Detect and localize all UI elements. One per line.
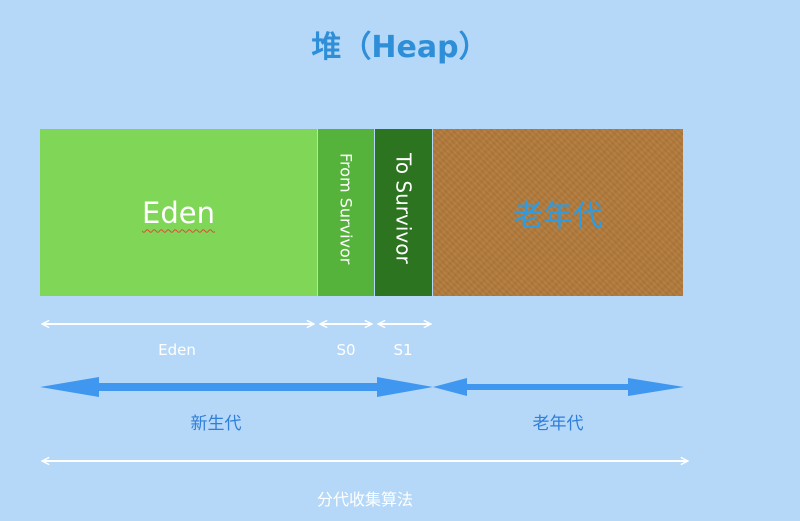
from-survivor-region: From Survivor xyxy=(318,129,374,296)
old-generation-label: 老年代 xyxy=(513,198,603,234)
eden-span-label: Eden xyxy=(158,341,196,359)
old-generation-span-label: 老年代 xyxy=(532,414,584,434)
young-generation-label: 新生代 xyxy=(190,414,242,434)
diagram-title: 堆（Heap） xyxy=(311,30,489,65)
s0-span-label: S0 xyxy=(336,341,356,359)
gc-algorithm-label: 分代收集算法 xyxy=(316,490,414,509)
young-generation-arrow xyxy=(40,377,433,397)
old-generation-arrow xyxy=(433,378,684,396)
eden-region-label: Eden xyxy=(142,195,215,230)
eden-region: Eden xyxy=(40,129,317,296)
to-survivor-region: To Survivor xyxy=(375,129,432,296)
to-survivor-label: To Survivor xyxy=(391,153,416,264)
from-survivor-label: From Survivor xyxy=(336,153,356,265)
s1-span-label: S1 xyxy=(393,341,413,359)
old-generation-region: 老年代 xyxy=(433,129,683,296)
